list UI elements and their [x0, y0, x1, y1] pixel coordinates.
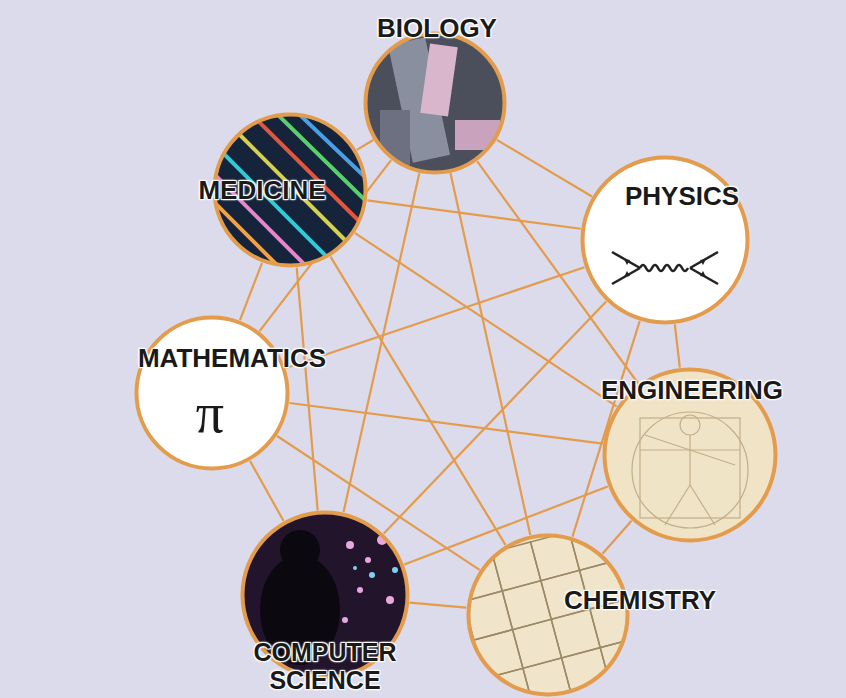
medicine-circle: MEDICINE [212, 112, 368, 268]
topic-label: ENGINEERING [601, 376, 783, 405]
connector-line [240, 263, 262, 320]
circle-border [469, 536, 628, 695]
circle-outline [580, 155, 750, 325]
biology-circle: BIOLOGY [363, 31, 507, 175]
topic-label: COMPUTER SCIENCE [225, 639, 425, 694]
connector-line [357, 140, 373, 150]
symbol-label: π [196, 383, 224, 445]
circle-outline [466, 533, 630, 697]
biology-photo [360, 30, 510, 180]
circle-border [137, 318, 288, 469]
topic-label: PHYSICS [625, 182, 739, 211]
topic-label: BIOLOGY [377, 14, 497, 43]
chemistry-circle: CHEMISTRY [466, 533, 630, 697]
topic-label: MATHEMATICS [138, 344, 326, 373]
connector-line [297, 268, 318, 511]
engineering-circle: ENGINEERING [602, 367, 778, 543]
connector-line [250, 461, 283, 521]
connector-line [289, 403, 602, 444]
connector-line [330, 257, 505, 545]
mathematics-circle: MATHEMATICSπ [134, 315, 290, 471]
connector-line [451, 173, 531, 535]
circle-outline [363, 31, 507, 175]
connector-line [367, 200, 580, 228]
topic-label: CHEMISTRY [564, 586, 716, 615]
circle-border [366, 34, 505, 173]
physics-circle: PHYSICS [580, 155, 750, 325]
connector-line [286, 267, 585, 368]
connector-line [497, 140, 592, 197]
computer-science-circle: COMPUTER SCIENCE [240, 510, 410, 680]
connector-line [410, 603, 467, 608]
connector-line [675, 324, 680, 367]
physics-feynman-diagram [582, 157, 748, 323]
topic-label: MEDICINE [198, 176, 325, 205]
connector-line [355, 233, 617, 406]
mathematics-ground [136, 317, 288, 469]
circle-border [583, 158, 748, 323]
connector-line [602, 521, 631, 554]
